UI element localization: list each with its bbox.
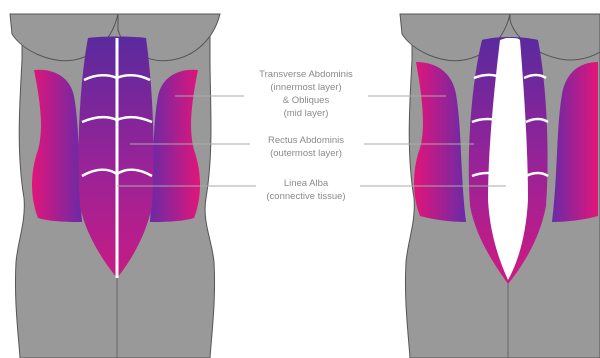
svg-text:(connective tissue): (connective tissue) (266, 191, 345, 202)
svg-text:(outermost layer): (outermost layer) (270, 148, 342, 159)
svg-text:(innermost layer): (innermost layer) (270, 82, 341, 93)
svg-text:Linea Alba: Linea Alba (284, 178, 329, 189)
svg-text:& Obliques: & Obliques (283, 95, 330, 106)
linea-alba-label: Linea Alba (connective tissue) (266, 178, 345, 202)
transverse-obliques-label: Transverse Abdominis (innermost layer) &… (259, 69, 353, 119)
rectus-abdominis-label: Rectus Abdominis (outermost layer) (268, 135, 344, 159)
svg-text:Rectus Abdominis: Rectus Abdominis (268, 135, 344, 146)
svg-text:Transverse Abdominis: Transverse Abdominis (259, 69, 353, 80)
svg-text:(mid layer): (mid layer) (284, 108, 329, 119)
